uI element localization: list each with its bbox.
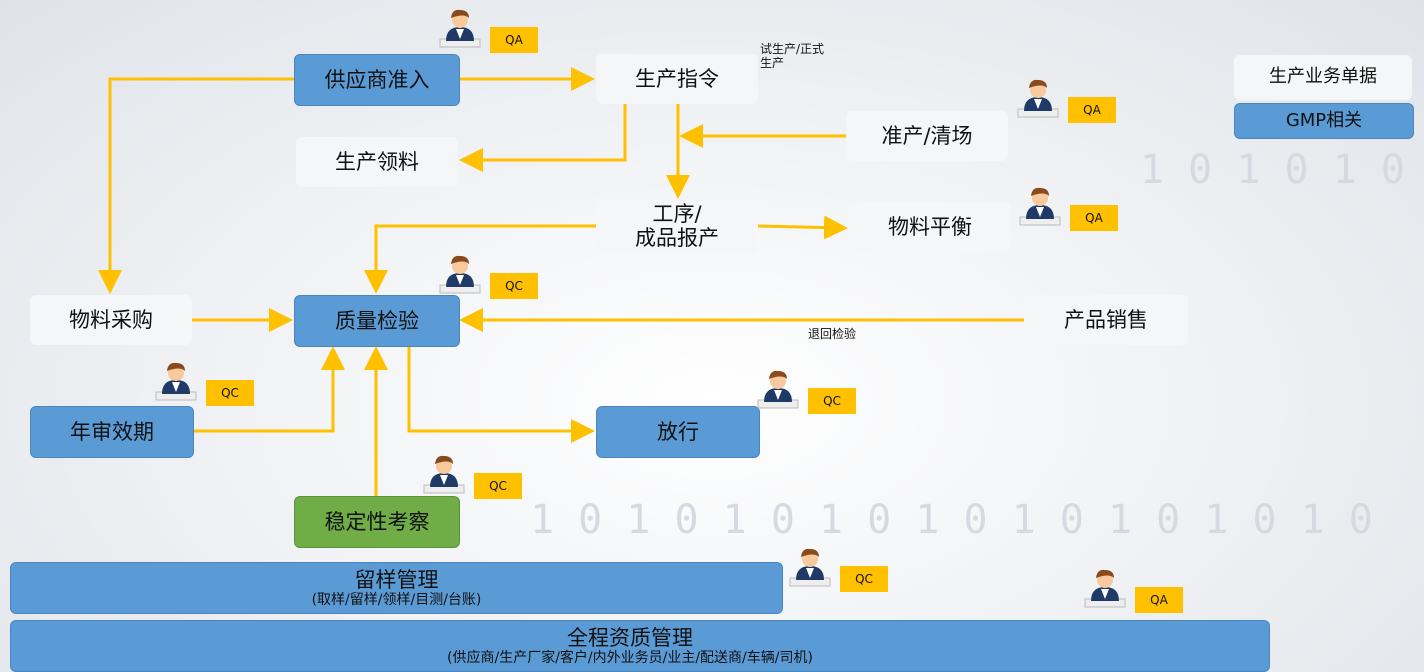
note-line: 试生产/正式: [760, 42, 825, 56]
node-label: 生产领料: [335, 149, 419, 174]
node-sample-retention[interactable]: 留样管理(取样/留样/领样/目测/台账): [10, 562, 783, 614]
node-label: 年审效期: [70, 419, 154, 444]
node-stability-study[interactable]: 稳定性考察: [294, 496, 460, 548]
person-avatar-icon: [1016, 75, 1060, 119]
role-badge: QC: [840, 566, 888, 592]
arrow-process-to-balance: [757, 215, 848, 240]
node-approval-clearance[interactable]: 准产/清场: [846, 111, 1008, 161]
arrow-supplier-to-purchase: [98, 77, 294, 294]
node-label: 放行: [657, 419, 699, 444]
node-annual-review[interactable]: 年审效期: [30, 406, 194, 458]
node-release[interactable]: 放行: [596, 406, 760, 458]
role-badge: QA: [490, 27, 538, 53]
person-avatar-icon: [154, 358, 198, 402]
legend-label: 生产业务单据: [1269, 66, 1377, 88]
legend-label: GMP相关: [1285, 109, 1363, 131]
node-production-picking[interactable]: 生产领料: [296, 137, 458, 187]
node-label: 供应商准入: [324, 67, 430, 92]
node-label: 全程资质管理: [567, 625, 693, 650]
note-trial-production: 试生产/正式生产: [760, 42, 824, 71]
legend-gmp: GMP相关: [1234, 103, 1414, 139]
arrow-process-to-inspection: [364, 224, 596, 294]
note-line: 生产: [760, 56, 785, 71]
node-label: 成品报产: [635, 226, 719, 250]
role-badge: QC: [474, 473, 522, 499]
legend-business-docs: 生产业务单据: [1234, 55, 1412, 100]
node-material-purchase[interactable]: 物料采购: [30, 295, 192, 345]
node-label: 生产指令: [635, 66, 719, 91]
node-material-balance[interactable]: 物料平衡: [849, 202, 1011, 252]
role-badge: QA: [1135, 587, 1183, 613]
node-qualification-mgmt[interactable]: 全程资质管理(供应商/生产厂家/客户/内外业务员/业主/配送商/车辆/司机): [10, 620, 1270, 672]
role-badge: QA: [1070, 205, 1118, 231]
role-badge: QC: [490, 273, 538, 299]
person-avatar-icon: [1018, 183, 1062, 227]
note-return-inspection: 退回检验: [808, 327, 857, 341]
node-product-sales[interactable]: 产品销售: [1024, 295, 1188, 345]
node-label: 物料平衡: [888, 214, 972, 239]
node-label: 质量检验: [335, 308, 419, 333]
node-sublabel: (取样/留样/领样/目测/台账): [311, 592, 482, 609]
node-label: 产品销售: [1064, 307, 1148, 332]
person-avatar-icon: [438, 5, 482, 49]
node-label: 工序/: [652, 201, 702, 226]
node-label: 准产/清场: [881, 123, 973, 148]
arrow-inspection-to-release: [407, 345, 595, 443]
role-badge: QA: [1068, 97, 1116, 123]
person-avatar-icon: [1083, 565, 1127, 609]
binary-decoration: 1 0 1 0 1 0: [1140, 147, 1405, 193]
person-avatar-icon: [438, 251, 482, 295]
node-production-order[interactable]: 生产指令: [596, 54, 758, 104]
node-supplier-access[interactable]: 供应商准入: [294, 54, 460, 106]
node-label: 稳定性考察: [324, 509, 430, 534]
node-label: 留样管理: [354, 567, 439, 592]
node-process-report[interactable]: 工序/成品报产: [596, 200, 758, 252]
arrow-order-to-picking: [459, 104, 627, 172]
node-label: 物料采购: [69, 307, 153, 332]
person-avatar-icon: [756, 366, 800, 410]
arrow-review-to-inspection: [192, 346, 345, 433]
role-badge: QC: [808, 388, 856, 414]
person-avatar-icon: [422, 451, 466, 495]
binary-decoration: 1 0 1 0 1 0 1 0 1 0 1 0 1 0 1 0 1 0: [530, 497, 1373, 543]
role-badge: QC: [206, 380, 254, 406]
person-avatar-icon: [788, 544, 832, 588]
node-sublabel: (供应商/生产厂家/客户/内外业务员/业主/配送商/车辆/司机): [447, 650, 813, 667]
node-quality-inspection[interactable]: 质量检验: [294, 295, 460, 347]
